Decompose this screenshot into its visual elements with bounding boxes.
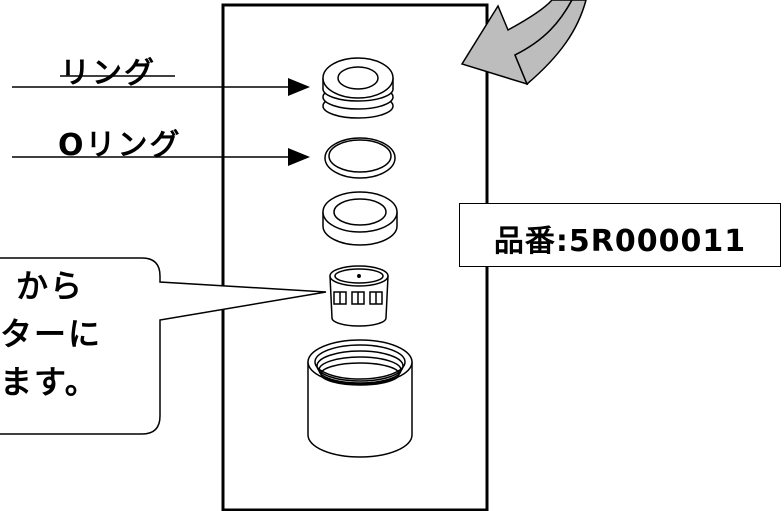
callout-bubble xyxy=(0,257,327,435)
ring-part xyxy=(322,57,394,119)
callout-line-2: ターに xyxy=(0,315,103,353)
o-ring-part xyxy=(324,137,396,179)
callout-line-1: から xyxy=(16,267,85,305)
callout-text: から ターに ます。 xyxy=(0,262,102,406)
part-number-box: 品番:5R000011 xyxy=(459,203,781,267)
callout-line-3: ます。 xyxy=(0,363,99,401)
o-ring-label: Oリング xyxy=(58,128,182,163)
filter-cap-part xyxy=(329,265,389,327)
curved-arrow-tail xyxy=(514,0,587,86)
ring-pointer-arrowhead xyxy=(288,78,310,96)
cylinder-body-part xyxy=(307,339,413,458)
oring-pointer-arrowhead xyxy=(288,148,310,166)
thick-ring-part xyxy=(322,191,398,246)
ring-label: リング xyxy=(60,56,156,91)
part-number-text: 品番:5R000011 xyxy=(493,224,747,259)
